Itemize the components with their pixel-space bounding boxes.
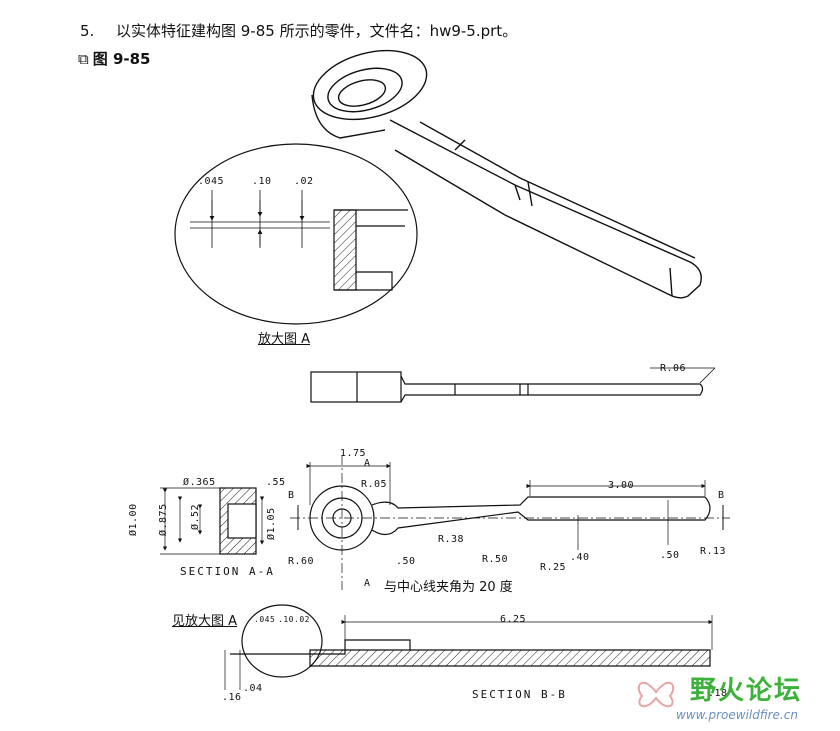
top-dim-r25: R.25 bbox=[540, 562, 567, 573]
wrench-3d-view bbox=[311, 49, 702, 299]
bb-dim-02: .02 bbox=[294, 615, 310, 624]
watermark-text: 野火论坛 bbox=[690, 676, 803, 706]
top-dim-300: 3.00 bbox=[608, 480, 635, 491]
side-view bbox=[310, 367, 716, 403]
section-mark-b-left: B bbox=[288, 490, 295, 501]
bb-dim-625: 6.25 bbox=[500, 614, 527, 625]
top-view bbox=[290, 455, 730, 590]
bb-dim-10: .10 bbox=[278, 615, 294, 624]
bb-ref-caption: 见放大图 A bbox=[172, 614, 238, 629]
aa-dim-365: Ø.365 bbox=[183, 477, 216, 488]
top-dim-r50: R.50 bbox=[482, 554, 509, 565]
figure-mark-icon: ⧉ bbox=[78, 50, 89, 68]
bb-dim-18: .18 bbox=[708, 688, 728, 699]
section-b-b-view bbox=[224, 604, 713, 690]
section-mark-a-bottom: A bbox=[364, 578, 371, 589]
task-text: 5. 以实体特征建构图 9-85 所示的零件，文件名：hw9-5.prt。 bbox=[80, 20, 517, 41]
top-dim-40: .40 bbox=[570, 552, 590, 563]
watermark-butterfly-icon bbox=[632, 668, 680, 716]
top-dim-50b: .50 bbox=[660, 550, 680, 561]
detail-dim-10: .10 bbox=[252, 176, 272, 187]
section-mark-b-right: B bbox=[718, 490, 725, 501]
aa-dim-105: Ø1.05 bbox=[266, 507, 277, 540]
section-a-a-view bbox=[160, 487, 265, 555]
task-description: 以实体特征建构图 9-85 所示的零件，文件名：hw9-5.prt。 bbox=[116, 22, 518, 40]
top-dim-r60: R.60 bbox=[288, 556, 315, 567]
bb-dim-16: .16 bbox=[222, 692, 242, 703]
aa-dim-875: Ø.875 bbox=[158, 503, 169, 536]
figure-number: 图 9-85 bbox=[92, 50, 151, 68]
side-dim-r06: R.06 bbox=[660, 363, 687, 374]
bb-dim-045: .045 bbox=[254, 615, 276, 624]
top-dim-175: 1.75 bbox=[340, 448, 367, 459]
detail-a-view bbox=[174, 143, 418, 325]
top-dim-r13: R.13 bbox=[700, 546, 727, 557]
section-aa-label: SECTION A-A bbox=[180, 565, 275, 578]
section-mark-a-top: A bbox=[364, 458, 371, 469]
aa-dim-55: .55 bbox=[266, 477, 286, 488]
top-dim-r05: R.05 bbox=[361, 479, 388, 490]
bb-dim-04: .04 bbox=[243, 683, 263, 694]
section-bb-label: SECTION B-B bbox=[472, 688, 567, 701]
detail-dim-02: .02 bbox=[294, 176, 314, 187]
aa-dim-100: Ø1.00 bbox=[128, 503, 139, 536]
angle-note: 与中心线夹角为 20 度 bbox=[384, 580, 513, 595]
detail-caption: 放大图 A bbox=[258, 332, 311, 347]
task-number: 5. bbox=[80, 22, 95, 40]
aa-dim-52: Ø.52 bbox=[190, 503, 201, 530]
figure-label: ⧉图 9-85 bbox=[78, 48, 150, 69]
watermark-url: www.proewildfire.cn bbox=[676, 708, 798, 722]
top-dim-r38: R.38 bbox=[438, 534, 465, 545]
detail-dim-045: .045 bbox=[198, 176, 225, 187]
top-dim-50a: .50 bbox=[396, 556, 416, 567]
